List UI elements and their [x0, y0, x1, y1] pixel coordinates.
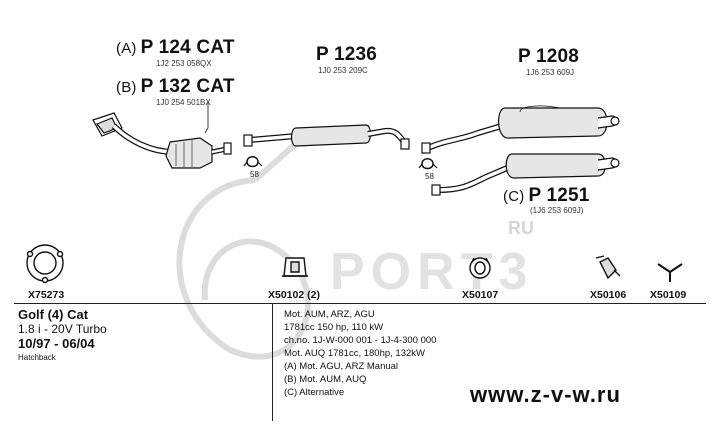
- part-p1208-code: 1J6 253 609J: [526, 68, 575, 77]
- hardware-X50102-label: X50102 (2): [268, 289, 320, 301]
- note-line: (C) Alternative: [284, 387, 345, 398]
- note-line: 1781cc 150 hp, 110 kW: [284, 322, 384, 333]
- note-line: ch.no. 1J-W-000 001 - 1J-4-300 000: [284, 335, 437, 346]
- hardware-X75273-label: X75273: [28, 289, 65, 301]
- part-p124-prefix: (A): [116, 40, 137, 57]
- hardware-X50106-label: X50106: [590, 289, 627, 301]
- vehicle-model: Golf (4) Cat: [18, 307, 89, 322]
- part-p132-title: P 132 CAT: [140, 76, 235, 97]
- gasket-ring-icon: [26, 244, 64, 284]
- hook-bracket-icon: [595, 255, 621, 280]
- vehicle-period: 10/97 - 06/04: [18, 336, 95, 351]
- part-p124-code: 1J2 253 058QX: [156, 59, 212, 68]
- front-pipe-cat-icon: [92, 112, 232, 169]
- clamp-right-icon: [418, 158, 438, 170]
- part-p1208-title: P 1208: [518, 46, 580, 67]
- note-line: (A) Mot. AGU, ARZ Manual: [284, 361, 399, 372]
- clamp-right-label: 58: [425, 172, 434, 181]
- rear-silencer-icon: [421, 105, 620, 154]
- middle-silencer-icon: [243, 124, 410, 150]
- clamp-left-icon: [243, 156, 263, 168]
- rubber-mount-icon: [282, 257, 308, 277]
- vehicle-engine: 1.8 i - 20V Turbo: [18, 322, 107, 336]
- part-p1236-code: 1J0 253 209C: [318, 66, 368, 75]
- hardware-X50107-label: X50107: [462, 289, 499, 301]
- rear-silencer-alt-icon: [431, 153, 620, 196]
- clamp-left-label: 58: [250, 170, 259, 179]
- note-line: Mot. AUM, ARZ, AGU: [284, 309, 375, 320]
- website-link[interactable]: www.z-v-w.ru: [470, 382, 621, 407]
- watermark-brand: PORT3: [330, 243, 534, 301]
- y-hanger-icon: [657, 263, 683, 282]
- part-p1251-header: (C)P 1251: [503, 185, 590, 207]
- part-p1251-prefix: (C): [503, 188, 525, 205]
- vehicle-body: Hatchback: [18, 353, 56, 362]
- hardware-X50109-label: X50109: [650, 289, 687, 301]
- info-table: [14, 303, 706, 422]
- note-line: (B) Mot. AUM, AUQ: [284, 374, 367, 385]
- vehicle-panel: Golf (4) Cat 1.8 i - 20V Turbo 10/97 - 0…: [18, 307, 107, 362]
- hanger-ring-icon: [469, 257, 491, 279]
- notes-panel: Mot. AUM, ARZ, AGU 1781cc 150 hp, 110 kW…: [284, 308, 436, 399]
- watermark-ru: RU: [508, 218, 534, 238]
- part-p132-code: 1J0 254 501BX: [156, 98, 211, 107]
- info-divider: [272, 303, 273, 421]
- part-p1251-title: P 1251: [528, 185, 590, 206]
- note-line: Mot. AUQ 1781cc, 180hp, 132kW: [284, 348, 425, 359]
- part-p132-header: (B)P 132 CAT: [116, 76, 235, 98]
- part-p1236-title: P 1236: [316, 44, 378, 65]
- part-p124-header: (A)P 124 CAT: [116, 37, 235, 59]
- part-p124-title: P 124 CAT: [140, 37, 235, 58]
- part-p132-prefix: (B): [116, 79, 137, 96]
- part-p1251-code: (1J6 253 609J): [530, 206, 584, 215]
